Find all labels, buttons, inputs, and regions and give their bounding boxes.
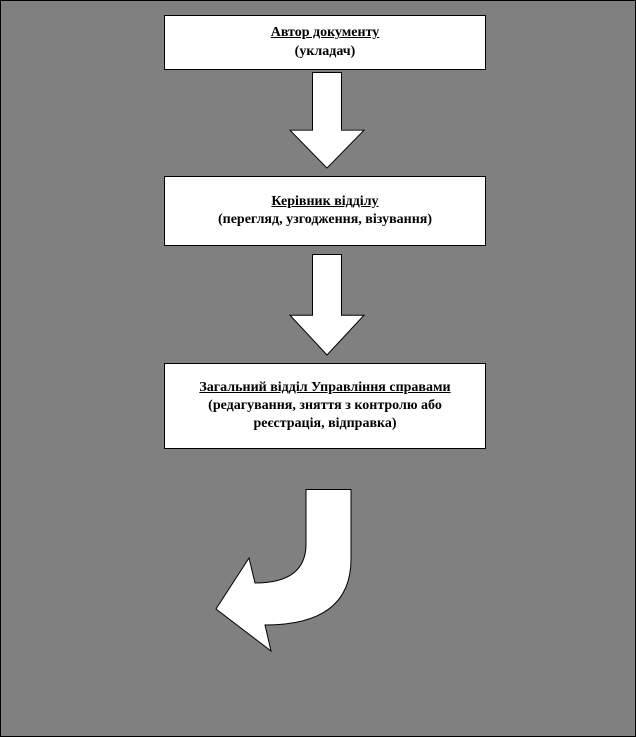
flow-box-department-head: Керівник відділу (перегляд, узгодження, … xyxy=(164,176,486,246)
box-title: Загальний відділ Управління справами xyxy=(199,379,451,395)
down-block-arrow-icon xyxy=(289,254,365,356)
box-title: Керівник відділу xyxy=(271,193,379,209)
flow-box-general-department: Загальний відділ Управління справами (ре… xyxy=(164,363,486,449)
box-title: Автор документу xyxy=(270,25,380,41)
box-subtitle: (перегляд, узгодження, візування) xyxy=(217,212,432,227)
bent-arrow-down-left-icon xyxy=(211,489,361,659)
box-subtitle: (укладач) xyxy=(294,43,356,59)
flow-box-author: Автор документу (укладач) xyxy=(164,15,486,70)
box-subtitle: (редагування, зняття з контролю або реєс… xyxy=(208,397,442,432)
down-block-arrow-icon xyxy=(289,72,365,169)
